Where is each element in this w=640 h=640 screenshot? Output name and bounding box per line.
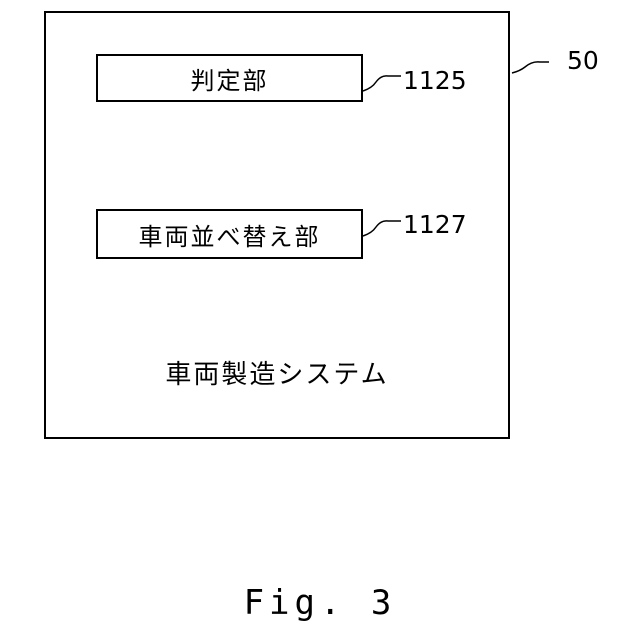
- system-label: 車両製造システム: [44, 354, 510, 391]
- leader-line-1127: [363, 221, 401, 236]
- leader-line-1125: [363, 76, 401, 91]
- figure-caption: Fig. 3: [0, 583, 640, 623]
- leader-line-50: [512, 62, 549, 73]
- ref-number-1125: 1125: [403, 68, 467, 93]
- ref-number-50: 50: [567, 48, 599, 73]
- ref-number-1127: 1127: [403, 212, 467, 237]
